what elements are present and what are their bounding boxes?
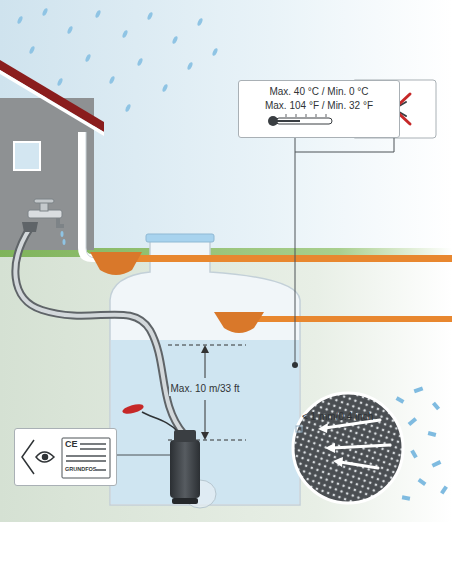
downpipe: [82, 132, 104, 258]
debris: [396, 386, 448, 500]
ce-mark: CE: [65, 439, 78, 449]
temperature-celsius: Max. 40 °C / Min. 0 °C: [239, 86, 399, 98]
nameplate-icon: [62, 438, 110, 478]
sky: [0, 0, 452, 252]
overflow-funnel: [214, 312, 264, 333]
thermometer-icon: [268, 114, 332, 126]
depth-dimension: [168, 345, 246, 440]
roof: [0, 60, 104, 132]
inlet-filter: [90, 252, 142, 275]
leader-dot: [292, 362, 298, 368]
hose-coupling: [22, 222, 38, 232]
hose-inner: [15, 228, 184, 434]
nameplate-box: CE GRUNDFOS: [14, 428, 117, 486]
brand-name: GRUNDFOS: [65, 466, 96, 472]
hose: [15, 228, 184, 434]
depth-dimension-label: Max. 10 m/33 ft: [169, 382, 242, 396]
temperature-box: Max. 40 °C / Min. 0 °C Max. 104 °F / Min.…: [238, 80, 400, 138]
temperature-fahrenheit: Max. 104 °F / Min. 32 °F: [239, 100, 399, 112]
downpipe-shade: [86, 132, 108, 258]
tank-lid: [146, 234, 214, 242]
mesh-size-label: < 1 mm/0.4 inch: [300, 410, 375, 424]
inlet-pipe: [120, 255, 452, 262]
overflow-pipe: [250, 316, 452, 322]
rainwater-tank: [110, 240, 300, 505]
window: [14, 142, 40, 170]
eave: [0, 70, 104, 136]
strainer-detail: [293, 393, 403, 503]
tank-water: [111, 340, 299, 504]
leader-lines: [117, 138, 394, 455]
inspect-eye-icon: [22, 440, 54, 474]
